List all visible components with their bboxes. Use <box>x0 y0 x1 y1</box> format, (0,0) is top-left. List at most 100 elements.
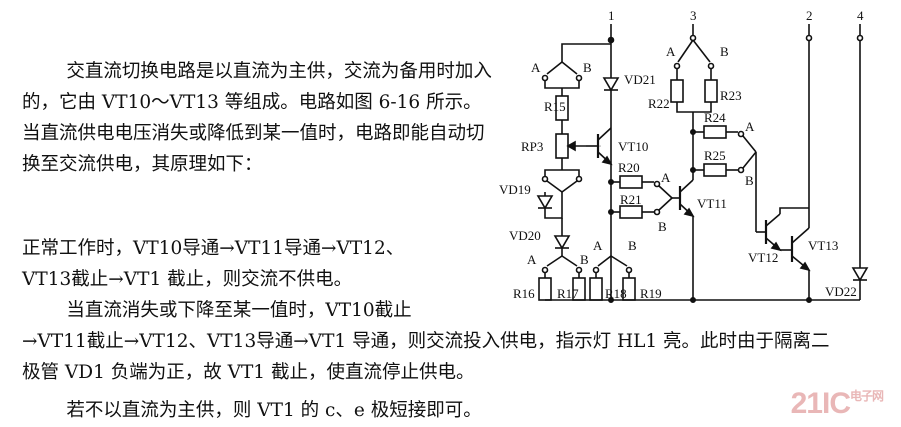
switch-r18-blade-b <box>610 255 628 267</box>
vt13-collector <box>791 227 810 244</box>
label-rp3: RP3 <box>521 139 543 154</box>
vt12-collector <box>765 213 781 227</box>
switch-r22-contact-a <box>673 62 681 70</box>
resistor-r23 <box>704 79 718 103</box>
vt11-collector <box>679 179 694 193</box>
switch-r18-blade-a <box>597 255 612 267</box>
switch-r22-blade-b <box>692 39 711 63</box>
wire-vt12-collector <box>779 207 809 214</box>
terminal-4-label: 4 <box>857 8 864 23</box>
vt13-emitter-arrow <box>799 261 811 272</box>
label-r15: R15 <box>544 99 566 114</box>
switch-r21-b: B <box>658 219 667 234</box>
label-r17: R17 <box>557 286 579 301</box>
switch-r22-a: A <box>666 44 676 59</box>
label-r16: R16 <box>513 286 535 301</box>
switch-r16-b: B <box>580 252 589 267</box>
switch-r15-blade-a <box>546 61 563 75</box>
switch-r21-contact-b <box>653 208 661 216</box>
junction-dot <box>689 167 696 174</box>
junction-dot <box>689 296 696 303</box>
label-vt10: VT10 <box>618 139 648 154</box>
wire-r15-a <box>544 81 562 89</box>
dc-failure-line2: →VT11截止→VT12、VT13导通→VT1 导通，则交流投入供电，指示灯 H… <box>22 331 830 352</box>
switch-r22-contact-b <box>707 62 715 70</box>
normal-operation-line1: 正常工作时，VT10导通→VT11导通→VT12、 <box>22 238 405 259</box>
diode-vd20 <box>553 235 571 250</box>
label-vt11: VT11 <box>697 196 727 211</box>
dc-failure-line3: 极管 VD1 负端为正，故 VT1 截止，使直流停止供电。 <box>22 362 475 383</box>
junction-dot <box>689 129 696 136</box>
dc-failure-line1: 当直流消失或下降至某一值时，VT10截止 <box>66 300 412 321</box>
label-vd21: VD21 <box>624 72 656 87</box>
normal-operation-line2: VT13截止→VT1 截止，则交流不供电。 <box>22 269 353 290</box>
resistor-r22 <box>670 79 684 103</box>
switch-vd19-blade-a <box>546 180 563 193</box>
switch-r15-b: B <box>583 60 592 75</box>
terminal-1-label: 1 <box>608 8 615 23</box>
label-r24: R24 <box>704 110 726 125</box>
label-r19: R19 <box>640 286 662 301</box>
vt10-collector <box>597 127 612 141</box>
switch-r18-contact-b <box>625 266 633 274</box>
vt11-emitter-arrow <box>683 207 695 218</box>
switch-r18-contact-a <box>592 266 600 274</box>
switch-vt12-blade-a <box>742 135 757 153</box>
junction-dot <box>805 296 812 303</box>
switch-r25-b: B <box>745 173 754 188</box>
alternative-note: 若不以直流为主供，则 VT1 的 c、e 极短接即可。 <box>66 400 482 421</box>
switch-r24-contact-a <box>737 130 745 138</box>
diode-vd22 <box>851 267 869 282</box>
rp3-wiper-arrow <box>566 140 576 152</box>
switch-r16-blade-a <box>546 255 563 267</box>
switch-r20-a: A <box>661 170 671 185</box>
switch-r18-b: B <box>628 238 637 253</box>
intro-paragraph: 交直流切换电路是以直流为主供，交流为备用时加入的，它由 VT10～VT13 等组… <box>22 61 492 175</box>
switch-vt11-blade-a <box>658 185 673 199</box>
label-vt13: VT13 <box>808 238 838 253</box>
potentiometer-rp3 <box>555 133 569 159</box>
label-r25: R25 <box>704 148 726 163</box>
switch-r16-a: A <box>527 252 537 267</box>
terminal-3-label: 3 <box>690 8 697 23</box>
wire-vd19-b <box>562 169 580 176</box>
switch-vd19-contact-a <box>541 175 549 183</box>
switch-r15-blade-b <box>561 61 578 75</box>
switch-r16-contact-a <box>541 266 549 274</box>
resistor-r25 <box>703 163 727 177</box>
switch-r24-a: A <box>745 119 755 134</box>
label-r20: R20 <box>618 160 640 175</box>
switch-r15-contact-a <box>541 74 549 82</box>
resistor-r16 <box>538 277 552 301</box>
switch-r20-contact-a <box>653 180 661 188</box>
label-vd20: VD20 <box>509 228 541 243</box>
wire-vd19-a <box>544 169 562 176</box>
wire-r22-r23-join <box>676 102 712 113</box>
vt10-emitter-arrow <box>601 155 613 166</box>
switch-r15-a: A <box>531 60 541 75</box>
wire-top-left <box>561 43 611 62</box>
diode-vd21 <box>602 77 620 92</box>
switch-r16-contact-b <box>575 266 583 274</box>
wire-vd19-bottom <box>544 192 563 219</box>
resistor-r20 <box>619 175 643 189</box>
label-r23: R23 <box>720 88 742 103</box>
terminal-2-label: 2 <box>806 8 813 23</box>
switch-r18-a: A <box>593 238 603 253</box>
label-r21: R21 <box>620 192 642 207</box>
switch-r25-contact-b <box>737 166 745 174</box>
label-vd19: VD19 <box>499 182 531 197</box>
diode-vd19 <box>536 195 554 210</box>
switch-vd19-contact-b <box>575 175 583 183</box>
resistor-r18 <box>589 277 603 301</box>
terminal-4-node <box>856 34 864 42</box>
terminal-3-node <box>689 34 697 42</box>
watermark: 21IC电子网 <box>790 387 884 420</box>
label-vt12: VT12 <box>748 250 778 265</box>
resistor-r24 <box>703 125 727 139</box>
label-vd22: VD22 <box>825 284 857 299</box>
junction-dot <box>607 296 614 303</box>
switch-vd19-blade-b <box>561 180 578 193</box>
switch-r22-blade-a <box>677 39 694 63</box>
